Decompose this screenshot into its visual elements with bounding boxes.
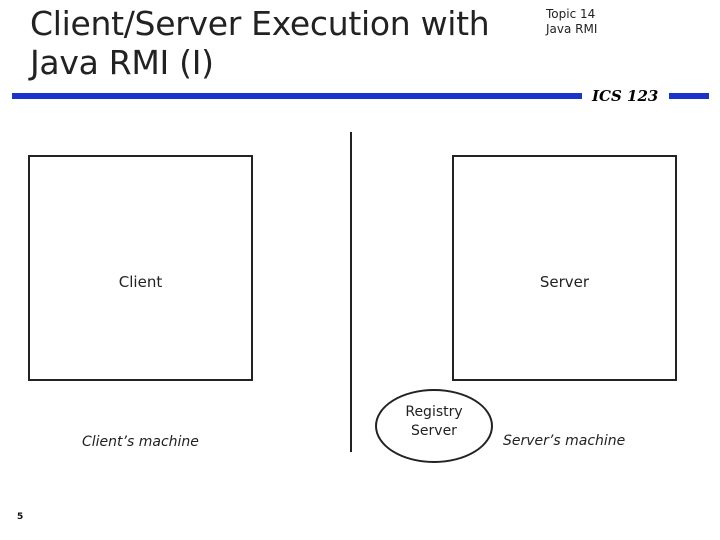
server-machine-label: Server’s machine — [503, 433, 626, 449]
machine-divider-line — [350, 132, 352, 452]
header-bar — [12, 93, 582, 99]
client-machine-label: Client’s machine — [82, 434, 199, 450]
registry-label-line1: Registry — [405, 404, 463, 420]
registry-label-line2: Server — [411, 423, 457, 439]
topic-label: Topic 14 Java RMI — [546, 7, 597, 37]
topic-name: Java RMI — [546, 22, 598, 36]
page-number: 5 — [17, 512, 24, 522]
client-box-label: Client — [118, 273, 163, 291]
client-box: Client — [28, 155, 253, 381]
slide-title: Client/Server Execution with Java RMI (I… — [30, 4, 490, 82]
header-bar-end — [669, 93, 709, 99]
server-box-label: Server — [539, 273, 590, 291]
registry-server-ellipse: Registry Server — [375, 389, 493, 463]
topic-number: Topic 14 — [546, 7, 596, 21]
registry-server-label: Registry Server — [377, 403, 491, 441]
server-box: Server — [452, 155, 677, 381]
course-code: ICS 123 — [592, 87, 659, 105]
